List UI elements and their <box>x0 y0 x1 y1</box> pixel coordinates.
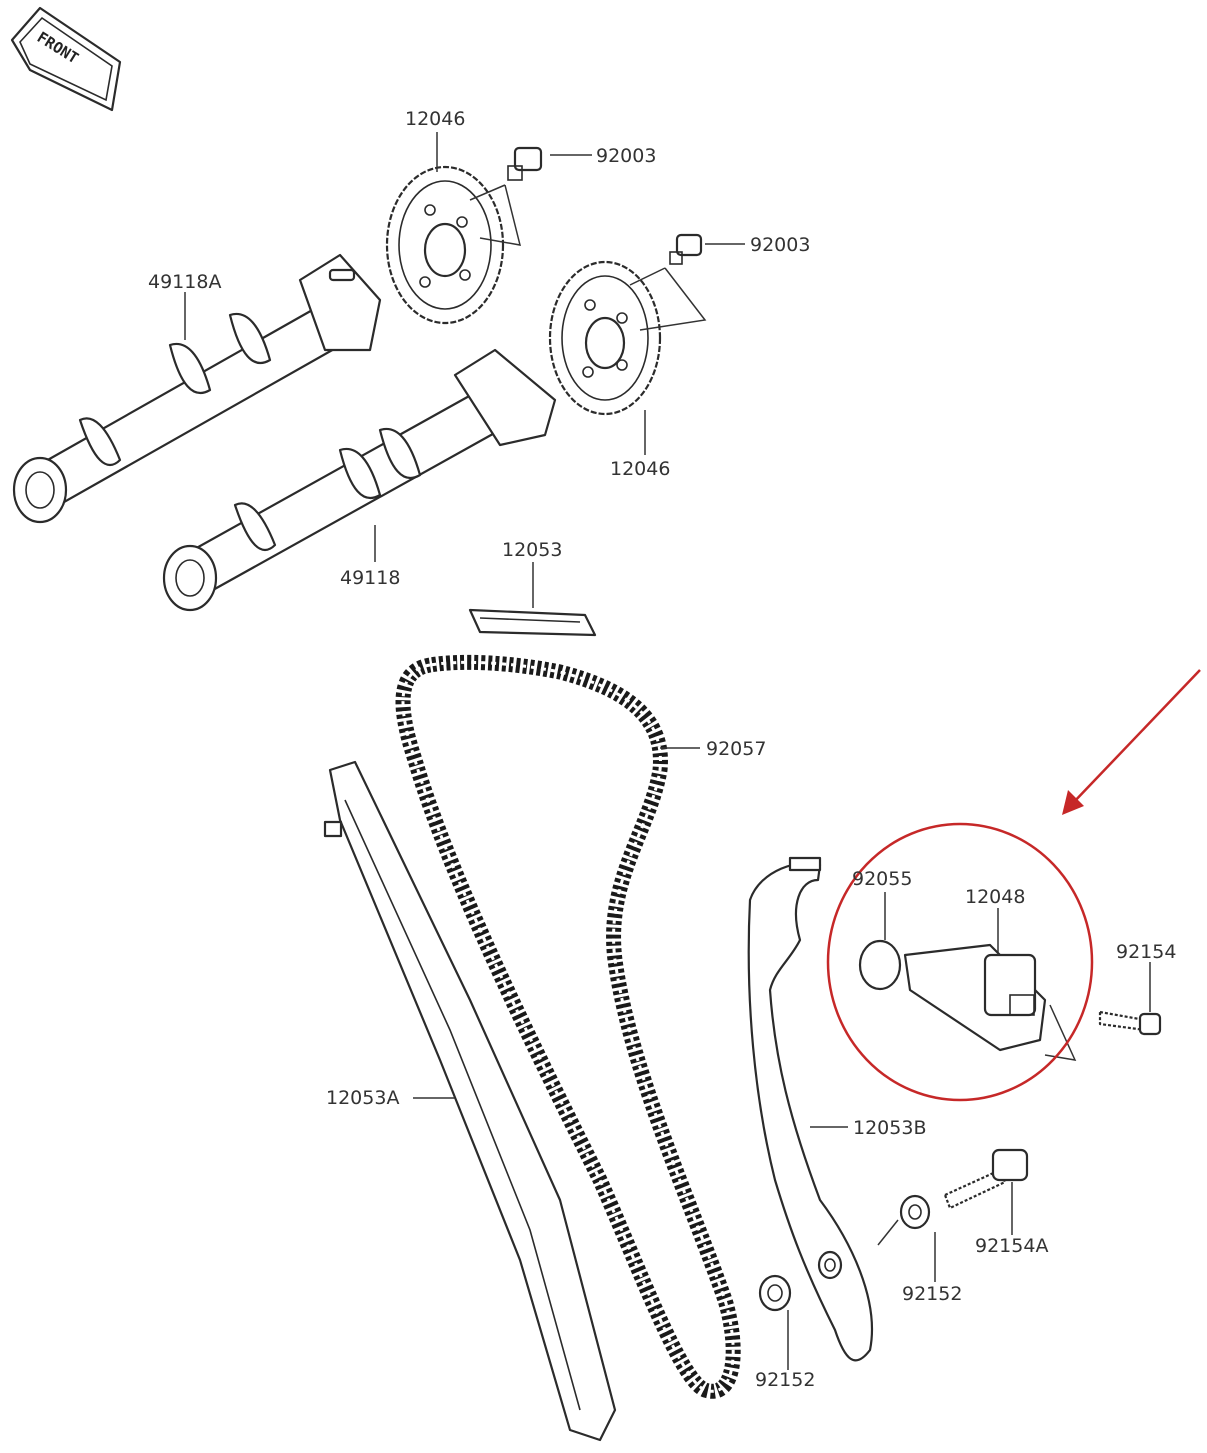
label-guide-right: 12053B <box>853 1117 926 1139</box>
label-oring: 92055 <box>852 868 912 890</box>
highlight-circle <box>826 822 1094 1102</box>
front-direction-badge: FRONT <box>10 6 122 112</box>
label-guide-left: 12053A <box>326 1087 399 1109</box>
collar-left <box>758 1274 792 1312</box>
pivot-bolt <box>943 1148 1029 1210</box>
label-tensioner: 12048 <box>965 886 1025 908</box>
chain-guide-right <box>747 856 874 1362</box>
sprocket-bolt-upper <box>469 146 543 246</box>
collar-right <box>877 1194 931 1246</box>
label-sprocket-upper: 12046 <box>405 108 465 130</box>
tensioner-bolt <box>1098 1010 1162 1036</box>
label-camshaft-intake: 49118 <box>340 567 400 589</box>
chain-tensioner <box>858 939 1077 1061</box>
label-guide-top: 12053 <box>502 539 562 561</box>
camshaft-exhaust <box>12 253 382 524</box>
label-chain: 92057 <box>706 738 766 760</box>
label-bolt-upper: 92003 <box>596 145 656 167</box>
label-pivot-bolt: 92154A <box>975 1235 1048 1257</box>
highlight-arrow <box>1071 669 1201 805</box>
cam-sprocket-upper <box>385 165 505 325</box>
leader-lines <box>184 132 1151 1370</box>
chain-guide-top <box>468 608 597 637</box>
label-bolt-lower: 92003 <box>750 234 810 256</box>
camshaft-intake <box>162 348 557 612</box>
chain-guide-left <box>323 760 617 1442</box>
label-tensioner-bolt: 92154 <box>1116 941 1176 963</box>
sprocket-bolt-lower <box>629 233 707 331</box>
label-camshaft-exhaust: 49118A <box>148 271 221 293</box>
label-sprocket-lower: 12046 <box>610 458 670 480</box>
highlight-arrow-head <box>1062 790 1084 815</box>
label-collar-right: 92152 <box>902 1283 962 1305</box>
callout-labels: 12046 92003 92003 49118A 12046 12053 491… <box>148 108 1176 1391</box>
label-collar-left: 92152 <box>755 1369 815 1391</box>
highlight-annotation <box>826 669 1201 1102</box>
timing-chain <box>395 654 741 1399</box>
cam-sprocket-lower <box>548 260 662 416</box>
